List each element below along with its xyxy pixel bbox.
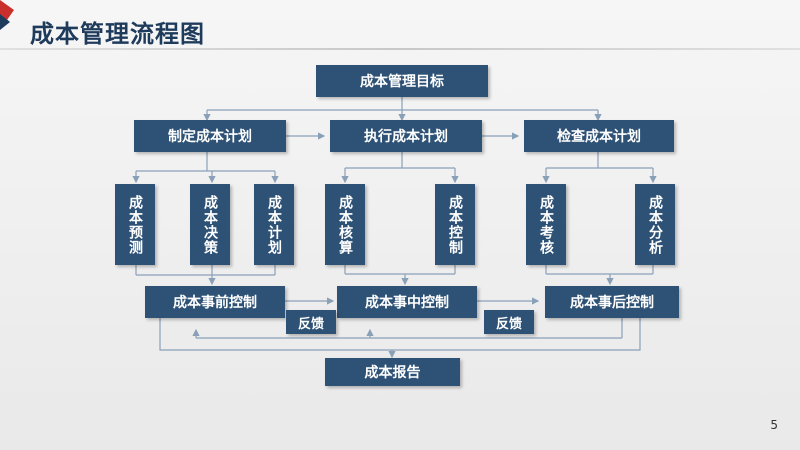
method-node-forecast: 成本预测 [115, 184, 155, 265]
corner-accent [0, 0, 14, 30]
feedback-label-1: 反馈 [286, 310, 336, 334]
stage-node-plan: 制定成本计划 [134, 120, 286, 152]
title-divider [0, 48, 800, 50]
method-node-assessment: 成本考核 [526, 184, 566, 265]
stage-node-execute: 执行成本计划 [330, 120, 482, 152]
page-number: 5 [770, 418, 778, 432]
method-node-accounting: 成本核算 [325, 184, 365, 265]
goal-node: 成本管理目标 [316, 65, 488, 97]
method-node-plan: 成本计划 [254, 184, 294, 265]
stage-node-check: 检查成本计划 [524, 120, 674, 152]
report-node: 成本报告 [325, 358, 460, 386]
slide-title: 成本管理流程图 [30, 20, 205, 48]
control-node-pre: 成本事前控制 [145, 286, 285, 318]
method-node-analysis: 成本分析 [635, 184, 675, 265]
method-node-control: 成本控制 [435, 184, 475, 265]
control-node-during: 成本事中控制 [337, 286, 477, 318]
control-node-post: 成本事后控制 [545, 286, 679, 318]
feedback-label-2: 反馈 [484, 310, 534, 334]
method-node-decision: 成本决策 [190, 184, 230, 265]
